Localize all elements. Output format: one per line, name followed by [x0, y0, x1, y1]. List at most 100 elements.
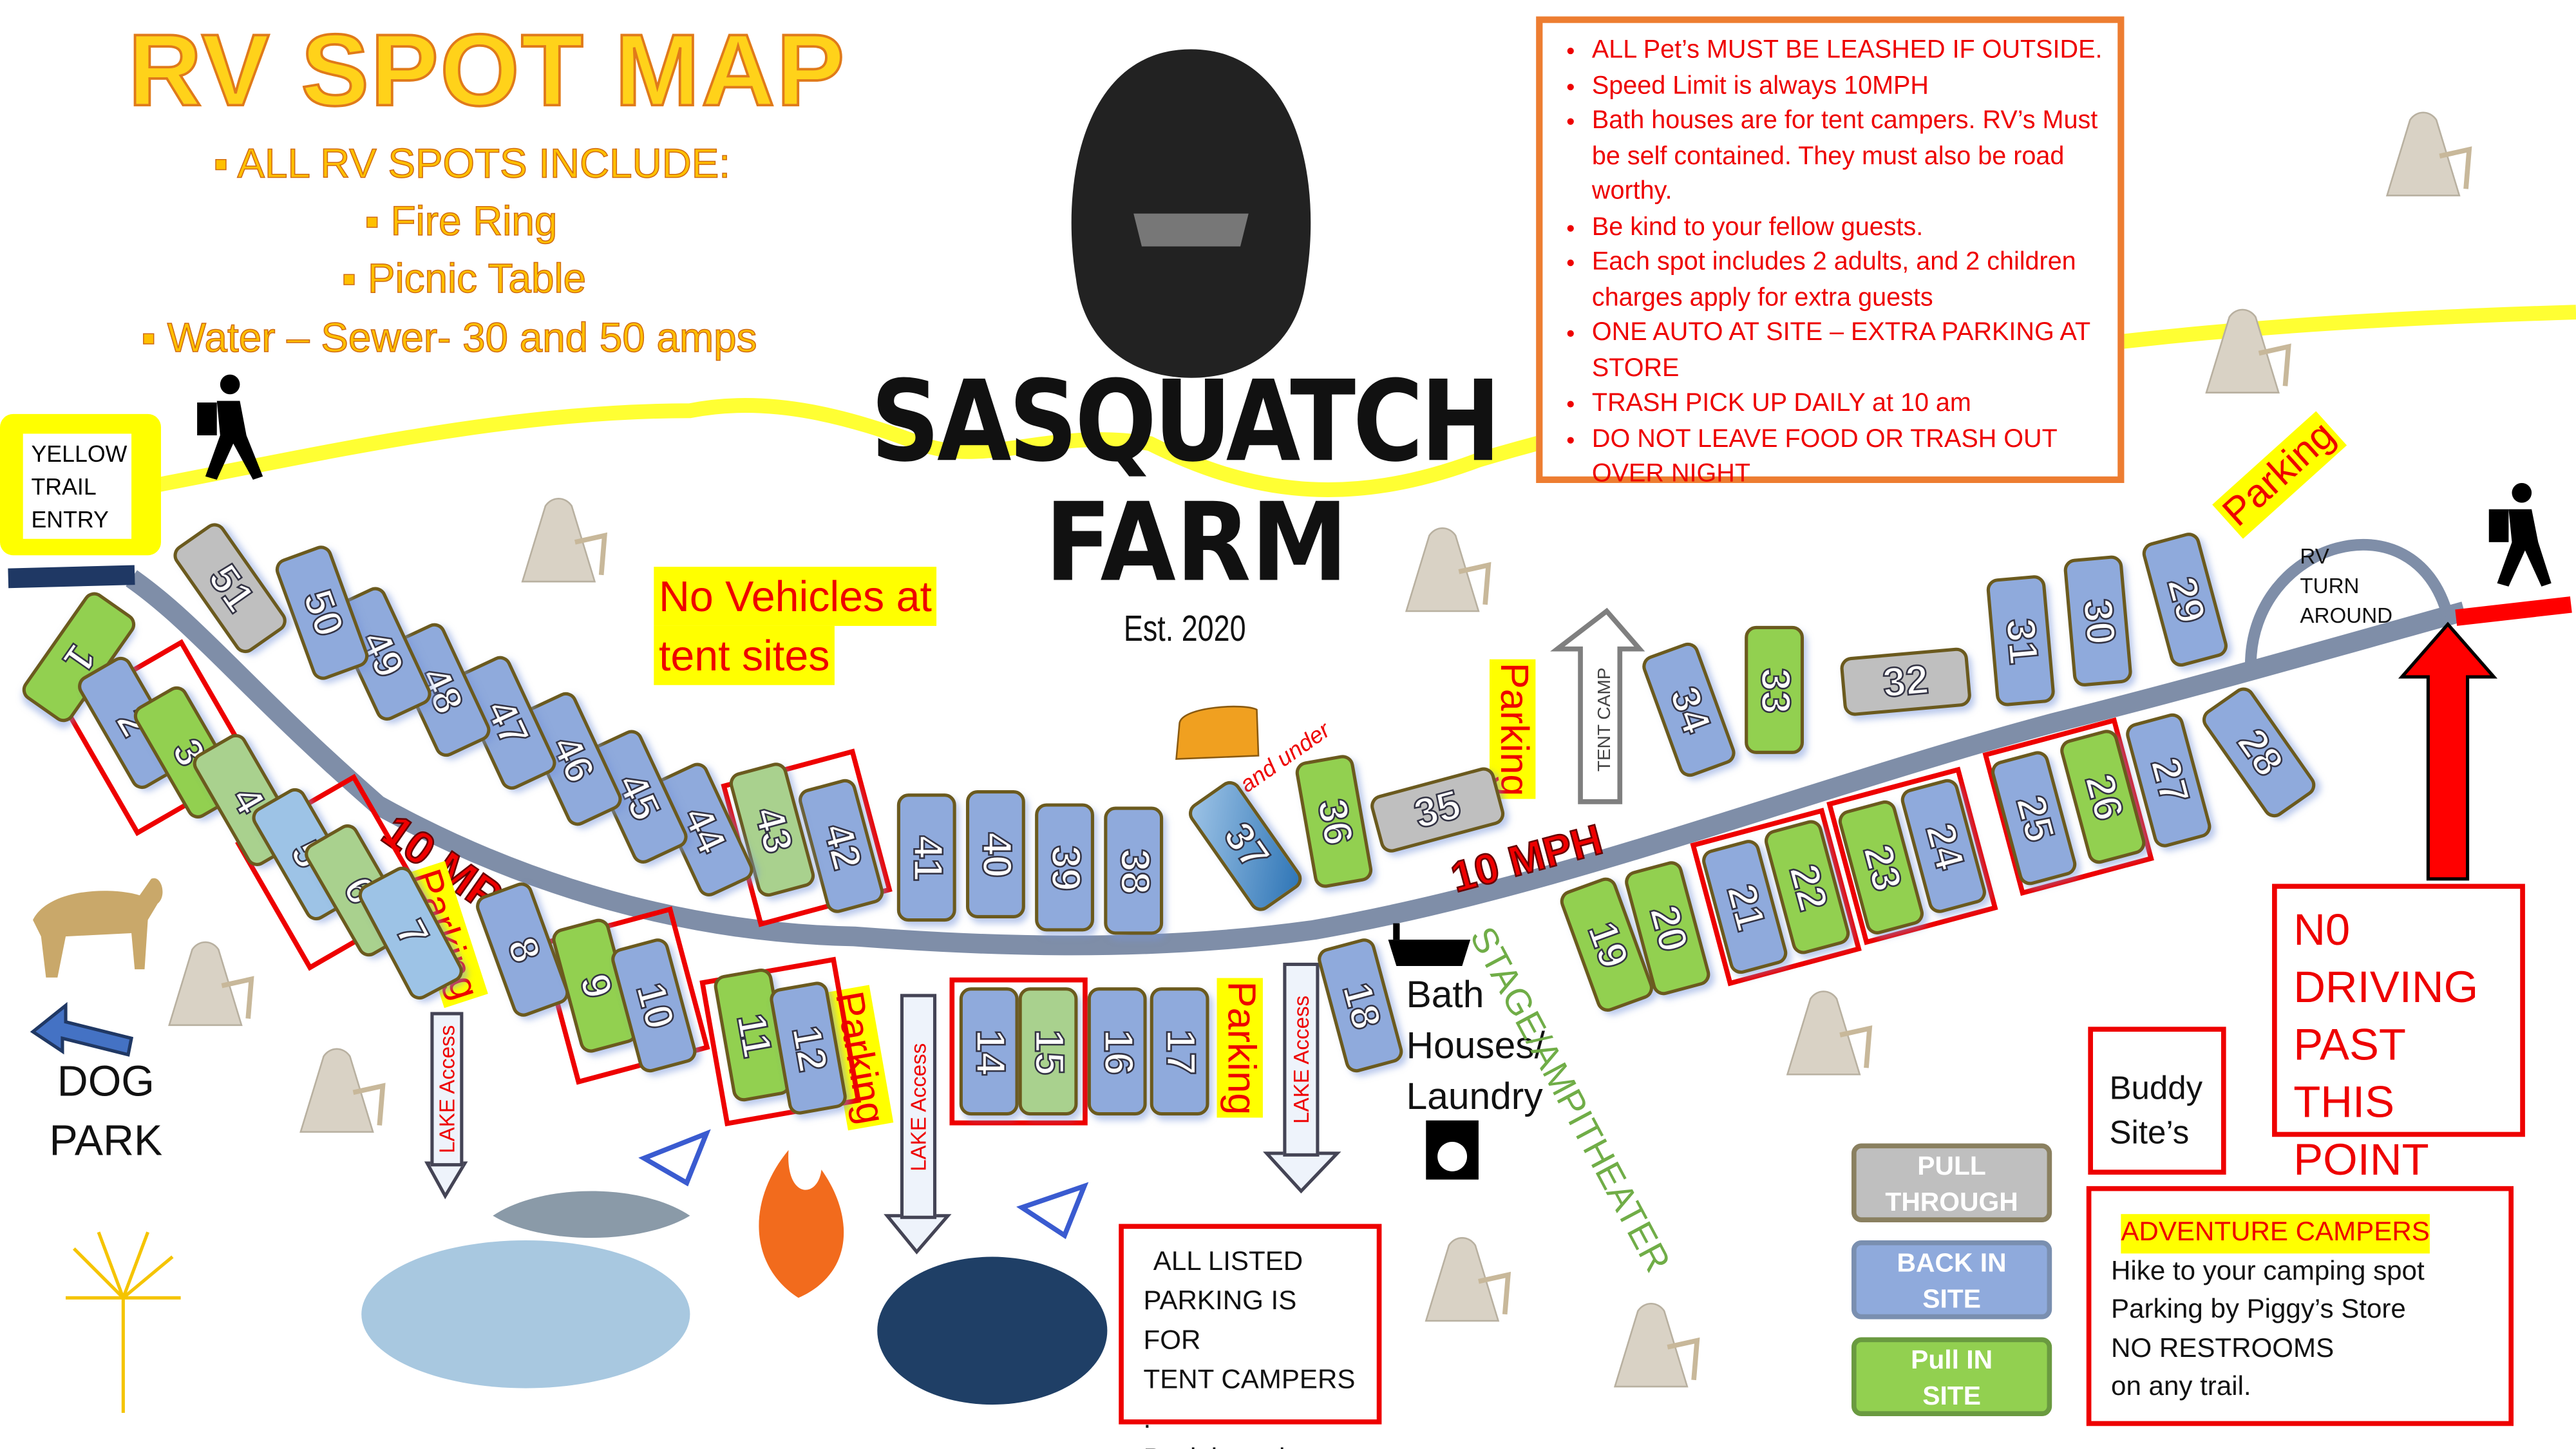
- site-number: 30: [2073, 595, 2125, 646]
- beach-chair-icons: [638, 1129, 1089, 1240]
- turnaround-line: RV: [2300, 544, 2329, 569]
- park-rules-box: ALL Pet’s MUST BE LEASHED IF OUTSIDE. Sp…: [1536, 16, 2125, 488]
- lake-access-sign: LAKE Access: [900, 994, 937, 1219]
- turnaround-line: AROUND: [2300, 603, 2393, 628]
- site-number: 11: [726, 1009, 781, 1061]
- road: [126, 570, 2467, 956]
- no-vehicles-line: tent sites: [654, 625, 835, 685]
- site-number: 38: [1110, 847, 1158, 895]
- listed-parking-line: Pack in and out.: [1143, 1439, 1357, 1449]
- no-vehicles-line: No Vehicles at: [654, 567, 937, 626]
- washer-icon: [1426, 1120, 1479, 1180]
- adventure-line: on any trail.: [2111, 1372, 2251, 1402]
- lake-water-image: [877, 1256, 1108, 1405]
- include-item: Fire Ring: [365, 198, 558, 247]
- logo-name-2: FARM: [1045, 479, 1349, 607]
- no-driving-sign: N0 DRIVING PAST THIS POINT: [2272, 884, 2525, 1184]
- dog-park-label: DOG PARK: [50, 1052, 163, 1170]
- adventure-campers-box: ADVENTURE CAMPERS Hike to your camping s…: [2086, 1186, 2514, 1426]
- rv-site-39: 39: [1035, 803, 1094, 932]
- rule: TRASH PICK UP DAILY at 10 am: [1592, 386, 2108, 421]
- listed-parking-line: ALL LISTED: [1153, 1247, 1303, 1277]
- rule: DO NOT LEAVE FOOD OR TRASH OUT OVER NIGH…: [1592, 421, 2108, 492]
- rule: ALL Pet’s MUST BE LEASHED IF OUTSIDE.: [1592, 33, 2108, 68]
- rv-site-15: 15: [1018, 987, 1078, 1116]
- rv-turnaround-label: RV TURN AROUND: [2300, 542, 2392, 631]
- site-number: 42: [813, 817, 871, 875]
- rv-site-14: 14: [959, 987, 1019, 1116]
- legend-text: THROUGH: [1885, 1189, 2018, 1218]
- duck-pond-image: [361, 1240, 690, 1388]
- site-number: 26: [2075, 768, 2133, 826]
- site-number: 25: [2005, 789, 2063, 847]
- dog-image: [33, 878, 163, 978]
- rv-turnaround-loop: [2244, 539, 2454, 666]
- listed-parking-line: PARKING IS FOR: [1143, 1286, 1297, 1356]
- site-number: 22: [1779, 858, 1837, 916]
- lake-access-sign: LAKE Access: [1283, 962, 1320, 1157]
- site-number: 50: [292, 582, 353, 643]
- tent-site-icon: [1602, 1298, 1700, 1390]
- site-number: 36: [1307, 794, 1362, 849]
- listed-parking-line: TENT CAMPERS .: [1143, 1365, 1356, 1435]
- legend-text: Pull IN: [1911, 1347, 1993, 1376]
- legend-text: SITE: [1922, 1286, 1981, 1314]
- site-number: 29: [2157, 571, 2215, 629]
- no-driving-line: POINT: [2293, 1135, 2429, 1185]
- site-number: 20: [1640, 899, 1698, 957]
- dog-park-arrow: [30, 1001, 134, 1057]
- hiker-icon-right: [2488, 482, 2552, 587]
- site-number: 17: [1157, 1028, 1204, 1075]
- tent-camp-arrow: [1550, 607, 1645, 804]
- rv-site-38: 38: [1104, 806, 1164, 935]
- logo-established: Est. 2020: [1123, 607, 1246, 649]
- site-number: 15: [1025, 1028, 1073, 1075]
- rv-site-30: 30: [2063, 554, 2134, 688]
- hiker-icon-left: [197, 374, 263, 480]
- rule: Be kind to your fellow guests.: [1592, 209, 2108, 245]
- site-number: 31: [1996, 615, 2047, 666]
- bath-houses-label: Bath Houses/ Laundry: [1406, 969, 1545, 1122]
- site-number: 21: [1716, 878, 1774, 936]
- legend-text: PULL: [1917, 1153, 1986, 1182]
- tent-site-icon: [1413, 1232, 1511, 1324]
- rule: Speed Limit is always 10MPH: [1592, 68, 2108, 104]
- sasquatch-face-logo: [1071, 49, 1311, 378]
- tent-site-icon: [509, 493, 608, 585]
- parking-label: Parking: [1489, 659, 1536, 800]
- site-number: 18: [1332, 976, 1390, 1034]
- buddy-site-group: [949, 977, 1088, 1126]
- site-number: 23: [1853, 838, 1911, 896]
- fireworks-icon: [66, 1231, 181, 1413]
- site-number: 32: [1880, 655, 1931, 706]
- rv-site-41: 41: [896, 793, 956, 922]
- yellow-trail-entry-label: YELLOW TRAIL ENTRY: [23, 433, 132, 539]
- site-number: 27: [2141, 752, 2199, 810]
- include-item: Picnic Table: [342, 256, 587, 304]
- rule: ONE AUTO AT SITE – EXTRA PARKING AT STOR…: [1592, 316, 2108, 386]
- no-driving-line: PAST THIS: [2293, 1020, 2405, 1127]
- site-number: 16: [1094, 1028, 1142, 1075]
- rule: Bath houses are for tent campers. RV’s M…: [1592, 104, 2108, 210]
- site-number: 43: [744, 800, 802, 858]
- bath-line: Houses/: [1406, 1023, 1545, 1066]
- lake-access-label: LAKE Access: [434, 1025, 460, 1153]
- buddy-sites-key: Buddy Site’s: [2088, 1027, 2226, 1175]
- rule: Each spot includes 2 adults, and 2 child…: [1592, 245, 2108, 316]
- road-entry: [8, 565, 135, 589]
- fire-image: [759, 1150, 844, 1298]
- lake-access-sign: LAKE Access: [430, 1012, 464, 1167]
- rv-site-33: 33: [1745, 625, 1804, 754]
- bathtub-icon: [1388, 923, 1471, 966]
- tent-site-icon: [2374, 107, 2472, 199]
- bath-line: Laundry: [1406, 1074, 1543, 1117]
- listed-parking-note: ALL LISTED PARKING IS FOR TENT CAMPERS .…: [1119, 1224, 1382, 1449]
- site-number: 10: [626, 976, 684, 1034]
- rv-site-31: 31: [1985, 574, 2056, 708]
- fish-image: [493, 1191, 690, 1238]
- dog-park-line: PARK: [49, 1115, 163, 1165]
- no-driving-line: N0: [2293, 905, 2351, 955]
